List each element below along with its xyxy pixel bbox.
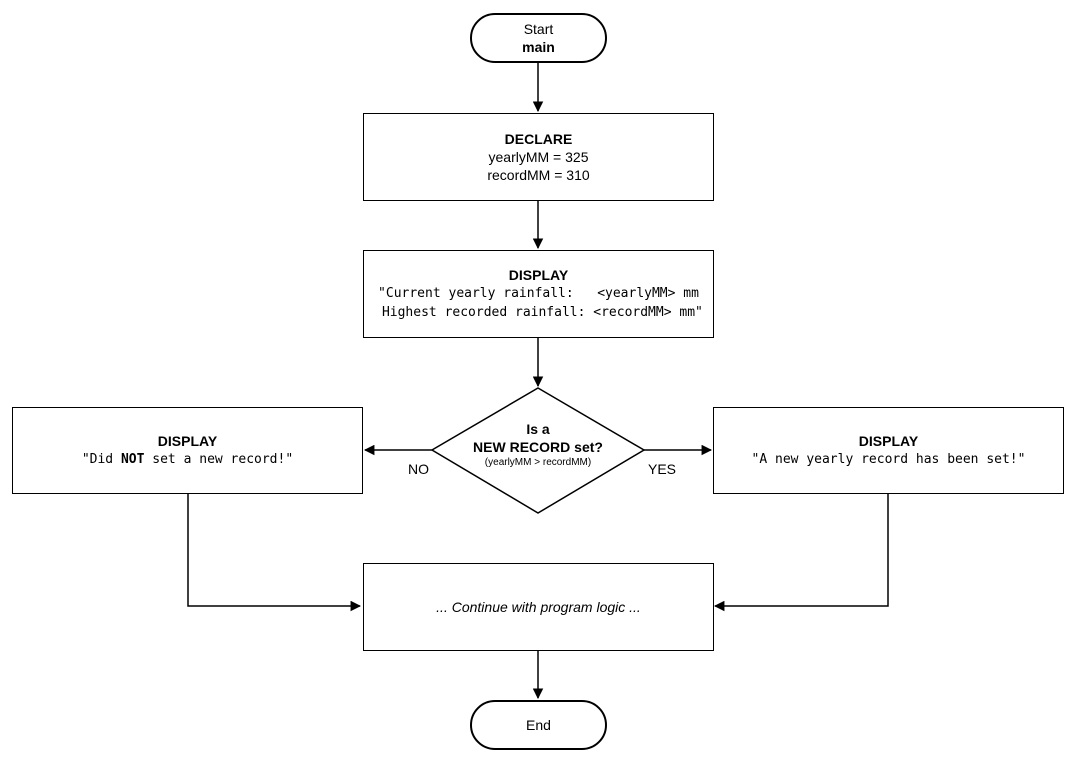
end-terminal: End <box>470 700 607 750</box>
decision-condition: (yearlyMM > recordMM) <box>484 457 592 468</box>
display-new-record-box: DISPLAY "A new yearly record has been se… <box>713 407 1064 494</box>
start-terminal: Start main <box>470 13 607 63</box>
display-heading: DISPLAY <box>508 267 569 283</box>
decision-line1: Is a <box>526 421 550 437</box>
declare-yearly-line: yearlyMM = 325 <box>488 149 589 165</box>
continue-text: ... Continue with program logic ... <box>436 599 641 615</box>
decision-diamond <box>430 387 646 514</box>
display-rainfall-box: DISPLAY "Current yearly rainfall: <yearl… <box>363 250 714 338</box>
declare-heading: DECLARE <box>504 131 573 147</box>
start-label: Start <box>523 21 554 37</box>
yes-branch-label: YES <box>648 461 677 477</box>
no-display-message: "Did NOT set a new record!" <box>81 452 294 467</box>
no-branch-label: NO <box>408 461 429 477</box>
declare-process-box: DECLARE yearlyMM = 325 recordMM = 310 <box>363 113 714 201</box>
display-no-record-box: DISPLAY "Did NOT set a new record!" <box>12 407 363 494</box>
continue-process-box: ... Continue with program logic ... <box>363 563 714 651</box>
decision-label: Is a NEW RECORD set? (yearlyMM > recordM… <box>432 420 644 470</box>
arrow-no-to-continue <box>187 493 362 612</box>
arrow-yes-to-continue <box>713 493 889 612</box>
yes-display-message: "A new yearly record has been set!" <box>751 452 1026 467</box>
no-display-heading: DISPLAY <box>157 433 218 449</box>
display-highest-line: Highest recorded rainfall: <recordMM> mm… <box>374 305 703 320</box>
start-function-name: main <box>522 39 555 55</box>
yes-display-heading: DISPLAY <box>858 433 919 449</box>
display-current-line: "Current yearly rainfall: <yearlyMM> mm <box>378 286 699 301</box>
decision-line2: NEW RECORD set? <box>473 439 603 455</box>
end-label: End <box>526 717 551 733</box>
declare-record-line: recordMM = 310 <box>487 167 590 183</box>
